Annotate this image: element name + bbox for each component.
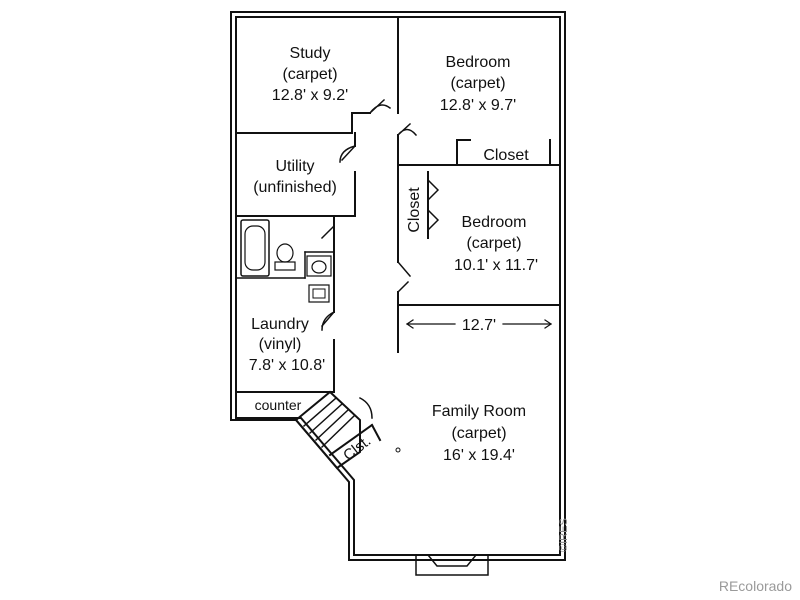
laundry-size: 7.8' x 10.8' [249,357,325,374]
fireplace-hearth [426,553,478,567]
door-swing [320,310,336,331]
closet-wall [370,423,382,442]
outer-wall-inner [235,16,561,556]
counter-label: counter [255,397,302,413]
dimension-arrow [544,319,553,329]
laundry-sink [308,284,330,303]
post-marker [395,447,401,453]
closet2-label: Closet [406,187,423,233]
stair-tread [302,396,338,428]
utility-floor: (unfinished) [253,179,337,196]
closet-wall [328,423,374,457]
door-swing [339,144,357,163]
dimension-arrow [405,319,414,329]
study-size: 12.8' x 9.2' [272,87,348,104]
family-floor: (carpet) [451,425,506,442]
bedroom1-floor: (carpet) [450,75,505,92]
laundry-floor: (vinyl) [259,336,302,353]
family-name: Family Room [432,403,526,420]
laundry-name: Laundry [251,316,309,333]
toilet-bowl [276,243,294,263]
door-swing [368,98,392,115]
fireplace [415,554,489,576]
closet1-label: Closet [483,147,529,164]
bathtub [240,219,270,277]
door-swing [396,122,418,137]
door-swing [320,224,336,240]
bedroom2-name: Bedroom [462,214,527,231]
study-floor: (carpet) [282,66,337,83]
door-swing [426,178,440,232]
utility-name: Utility [275,158,314,175]
sink [306,255,332,277]
bedroom1-size: 12.8' x 9.7' [440,97,516,114]
door-swing [358,396,373,419]
clst-label: Clst. [340,433,374,465]
watermark: REcolorado [718,578,792,594]
laundry-sink-basin [312,288,326,299]
family-size: 16' x 19.4' [443,447,515,464]
stairs [294,390,361,470]
bedroom2-floor: (carpet) [466,235,521,252]
dimension-label: 12.7' [462,317,496,334]
outer-wall [230,11,566,561]
copyright-mark: ©IRES [558,518,570,552]
bathtub-inner [244,225,266,271]
door-swing [396,260,412,294]
stair-tread [308,402,344,435]
bedroom1-name: Bedroom [446,54,511,71]
study-name: Study [290,45,331,62]
bedroom2-size: 10.1' x 11.7' [454,257,538,274]
stair-tread [314,408,350,442]
sink-basin [311,260,327,274]
toilet-tank [274,261,296,271]
stair-tread [320,414,356,449]
